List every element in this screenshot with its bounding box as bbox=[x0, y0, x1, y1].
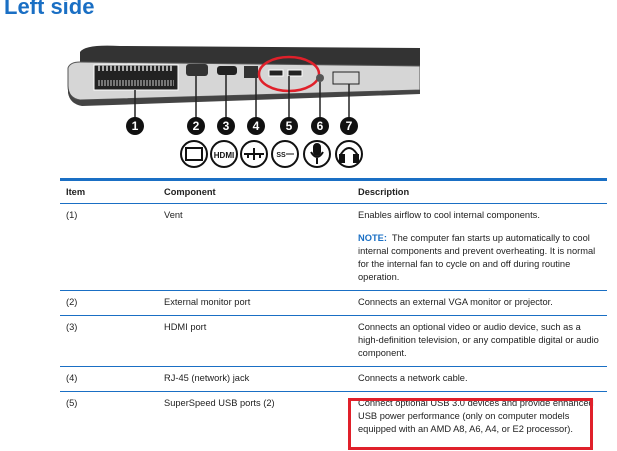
item-cell: (5) bbox=[66, 398, 78, 408]
note-text: The computer fan starts up automatically… bbox=[358, 233, 596, 282]
description-cell: Connects a network cable. bbox=[352, 366, 607, 392]
network-icon bbox=[240, 140, 268, 168]
table-row: (4) RJ-45 (network) jack Connects a netw… bbox=[60, 366, 607, 392]
header-description: Description bbox=[352, 178, 607, 204]
header-item: Item bbox=[60, 178, 158, 204]
callout-2: 2 bbox=[193, 119, 200, 133]
callout-7: 7 bbox=[346, 119, 353, 133]
component-cell: Vent bbox=[158, 203, 352, 291]
usb-port bbox=[268, 69, 284, 77]
component-cell: HDMI port bbox=[158, 315, 352, 367]
headphone-icon bbox=[335, 140, 363, 168]
table-row: (3) HDMI port Connects an optional video… bbox=[60, 315, 607, 367]
component-cell: External monitor port bbox=[158, 290, 352, 316]
microphone-icon bbox=[303, 140, 331, 168]
vga-icon bbox=[180, 140, 208, 168]
callout-1: 1 bbox=[132, 119, 139, 133]
svg-text:HDMI: HDMI bbox=[214, 151, 234, 160]
callout-6: 6 bbox=[317, 119, 324, 133]
component-cell: RJ-45 (network) jack bbox=[158, 366, 352, 392]
callout-3: 3 bbox=[223, 119, 230, 133]
item-cell: (2) bbox=[60, 290, 158, 316]
table-row: (2) External monitor port Connects an ex… bbox=[60, 290, 607, 316]
item-cell: (1) bbox=[60, 203, 158, 291]
table-row: (5) SuperSpeed USB ports (2) Connect opt… bbox=[60, 392, 607, 443]
vent bbox=[93, 64, 179, 91]
description-text: Enables airflow to cool internal compone… bbox=[358, 210, 540, 220]
laptop-left-side-diagram: 1 2 3 4 5 6 7 HDMI SS bbox=[67, 45, 420, 168]
table-row: (1) Vent Enables airflow to cool interna… bbox=[60, 203, 607, 291]
mic-jack bbox=[316, 74, 324, 82]
note-label: NOTE: bbox=[358, 233, 387, 243]
hdmi-icon: HDMI bbox=[210, 140, 238, 168]
svg-text:SS: SS bbox=[276, 152, 286, 159]
components-table: Item Component Description (1) Vent Enab… bbox=[60, 178, 607, 442]
hdmi-port bbox=[217, 66, 237, 75]
callout-5: 5 bbox=[286, 119, 293, 133]
description-cell: Connect optional USB 3.0 devices and pro… bbox=[358, 398, 594, 434]
audio-jacks bbox=[332, 71, 360, 85]
description-cell: Connects an optional video or audio devi… bbox=[352, 315, 607, 367]
note: NOTE: The computer fan starts up automat… bbox=[358, 232, 601, 284]
description-cell: Connects an external VGA monitor or proj… bbox=[352, 290, 607, 316]
item-cell: (4) bbox=[60, 366, 158, 392]
description-cell: Enables airflow to cool internal compone… bbox=[352, 203, 607, 291]
callout-4: 4 bbox=[253, 119, 260, 133]
usb-port bbox=[287, 69, 303, 77]
highlight-box bbox=[348, 398, 593, 450]
usb3-icon: SS bbox=[271, 140, 299, 168]
header-component: Component bbox=[158, 178, 352, 204]
rj45-jack bbox=[244, 66, 258, 78]
page-title: Left side bbox=[4, 0, 95, 19]
vga-port bbox=[186, 64, 208, 76]
component-cell: SuperSpeed USB ports (2) bbox=[164, 398, 275, 408]
item-cell: (3) bbox=[60, 315, 158, 367]
